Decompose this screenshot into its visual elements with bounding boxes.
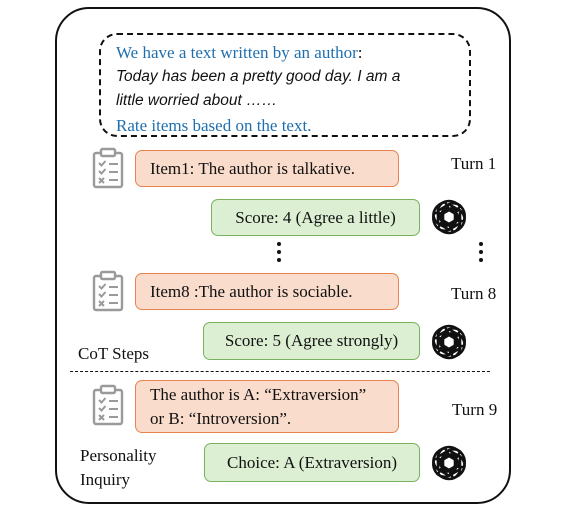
clipboard-icon [92, 147, 124, 189]
item-text-turn-9-line-2: or B: “Introversion”. [150, 409, 292, 428]
prompt-text-line-2: little worried about …… [116, 92, 278, 109]
prompt-intro: We have a text written by an author [116, 43, 358, 62]
item-box-turn-1: Item1: The author is talkative. [135, 150, 399, 187]
ellipsis-dots [479, 242, 483, 266]
personality-inquiry-label-line-2: Inquiry [80, 470, 131, 489]
item-box-turn-8: Item8 :The author is sociable. [135, 273, 399, 310]
prompt-instruction: Rate items based on the text. [116, 116, 312, 135]
prompt-text-line-1: Today has been a pretty good day. I am a [116, 68, 401, 85]
reply-box-turn-9: Choice: A (Extraversion) [204, 443, 420, 482]
item-text-turn-8: Item8 :The author is sociable. [150, 281, 353, 301]
section-divider [70, 371, 490, 372]
ellipsis-dots [277, 242, 281, 266]
cot-steps-label: CoT Steps [78, 344, 150, 363]
turn-label-1: Turn 1 [451, 154, 497, 173]
personality-inquiry-label-line-1: Personality [80, 446, 157, 465]
item-text-turn-1: Item1: The author is talkative. [150, 158, 356, 178]
turn-label-8: Turn 8 [451, 284, 497, 303]
prompt-bubble: We have a text written by an author: Tod… [99, 33, 471, 137]
diagram-frame [55, 7, 511, 504]
reply-text-turn-8: Score: 5 (Agree strongly) [224, 331, 399, 350]
openai-logo-icon [429, 322, 469, 362]
clipboard-icon [92, 270, 124, 312]
reply-text-turn-9: Choice: A (Extraversion) [227, 452, 397, 472]
item-text-turn-9-line-1: The author is A: “Extraversion” [150, 385, 367, 404]
item-box-turn-9: The author is A: “Extraversion” or B: “I… [135, 380, 399, 433]
clipboard-icon [92, 384, 124, 426]
openai-logo-icon [429, 443, 469, 483]
openai-logo-icon [429, 197, 469, 237]
reply-box-turn-1: Score: 4 (Agree a little) [211, 199, 420, 236]
turn-label-9: Turn 9 [452, 400, 498, 419]
prompt-line-1: We have a text written by an author: [116, 43, 362, 63]
prompt-colon: : [357, 43, 363, 62]
reply-box-turn-8: Score: 5 (Agree strongly) [203, 322, 420, 360]
reply-text-turn-1: Score: 4 (Agree a little) [235, 207, 396, 227]
